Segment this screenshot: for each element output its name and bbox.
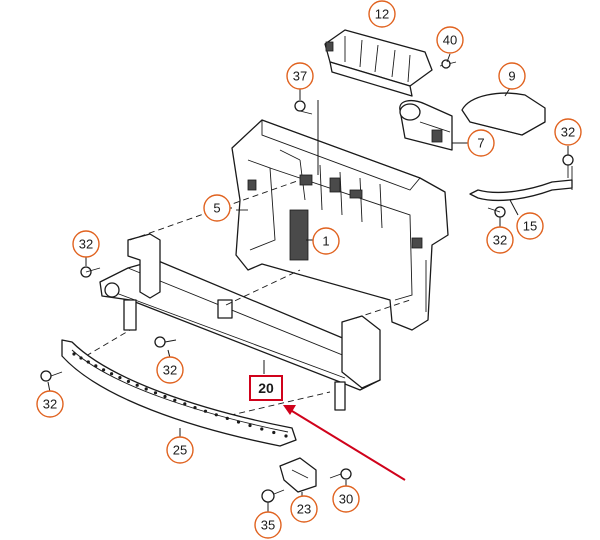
part-12-bracket: [324, 29, 433, 97]
svg-text:35: 35: [261, 518, 275, 533]
part-23-clip: [279, 457, 317, 496]
callout-30: 30: [332, 485, 360, 513]
trim-strip-hole: [248, 423, 252, 428]
trim-strip-hole: [203, 409, 208, 413]
callout-1: 1: [312, 227, 340, 255]
bolt-35: [261, 489, 285, 512]
callout-32-left-bottom: 32: [36, 390, 64, 418]
trim-strip-hole: [225, 416, 229, 420]
trim-strip-hole: [94, 364, 98, 368]
callout-15: 15: [516, 212, 544, 240]
callout-32-right-lower: 32: [486, 226, 514, 254]
svg-text:32: 32: [561, 125, 575, 140]
svg-text:9: 9: [508, 69, 515, 84]
bolt-40: [439, 53, 457, 69]
bolt-32-left-bottom: [40, 370, 63, 393]
trim-strip-hole: [214, 413, 218, 417]
svg-text:12: 12: [375, 7, 389, 22]
bolt-30: [329, 468, 352, 486]
callout-40: 40: [436, 26, 464, 54]
callout-9: 9: [498, 62, 526, 90]
part-15-bracket: [469, 166, 573, 216]
callout-35: 35: [254, 511, 282, 539]
bolt-32-left-top: [80, 256, 101, 278]
part-20-bumper-bar: [99, 233, 381, 411]
highlight-callout-20: 20: [249, 375, 283, 401]
svg-text:23: 23: [297, 502, 311, 517]
svg-text:25: 25: [173, 443, 187, 458]
svg-text:32: 32: [79, 237, 93, 252]
callout-7: 7: [467, 129, 495, 157]
highlight-arrow: [283, 405, 406, 481]
svg-text:7: 7: [477, 136, 484, 151]
svg-text:20: 20: [258, 380, 274, 396]
trim-strip-hole: [272, 430, 276, 435]
svg-text:1: 1: [322, 234, 329, 249]
part-5-lock-carrier: [230, 119, 449, 331]
svg-text:32: 32: [493, 233, 507, 248]
bolt-32-right-upper: [562, 146, 574, 178]
trim-strip-hole: [79, 356, 83, 360]
trim-strip-hole: [126, 379, 130, 383]
callout-32-right-upper: 32: [554, 118, 582, 146]
trim-strip-hole: [183, 402, 187, 406]
trim-strip-hole: [102, 368, 106, 372]
callout-23: 23: [290, 495, 318, 523]
callout-5: 5: [203, 194, 231, 222]
callout-32-center: 32: [156, 356, 184, 384]
trim-strip-hole: [153, 391, 158, 395]
trim-strip-hole: [118, 376, 122, 380]
svg-text:32: 32: [43, 397, 57, 412]
svg-text:15: 15: [523, 219, 537, 234]
trim-strip-hole: [110, 372, 114, 376]
part-9-cover: [461, 87, 546, 136]
callout-37: 37: [286, 62, 314, 90]
trim-strip-hole: [284, 434, 288, 438]
part-7-latch: [399, 99, 468, 151]
svg-text:37: 37: [293, 69, 307, 84]
svg-text:5: 5: [213, 201, 220, 216]
bolt-32-right-lower: [487, 206, 506, 228]
trim-strip-hole: [260, 427, 264, 431]
trim-strip-hole: [135, 383, 139, 387]
trim-strip-hole: [173, 398, 177, 402]
callout-25: 25: [166, 436, 194, 464]
callout-12: 12: [368, 0, 396, 28]
svg-text:30: 30: [339, 492, 353, 507]
trim-strip-hole: [72, 352, 76, 356]
trim-strip-holes: [72, 352, 288, 438]
svg-text:40: 40: [443, 33, 457, 48]
trim-strip-hole: [193, 406, 197, 410]
trim-strip-hole: [144, 387, 148, 391]
bolt-37: [294, 88, 319, 175]
bolt-32-center: [154, 336, 177, 359]
callout-32-left-top: 32: [72, 230, 100, 258]
svg-text:32: 32: [163, 363, 177, 378]
trim-strip-hole: [236, 420, 241, 424]
trim-strip-hole: [163, 394, 167, 399]
trim-strip-hole: [86, 360, 90, 364]
